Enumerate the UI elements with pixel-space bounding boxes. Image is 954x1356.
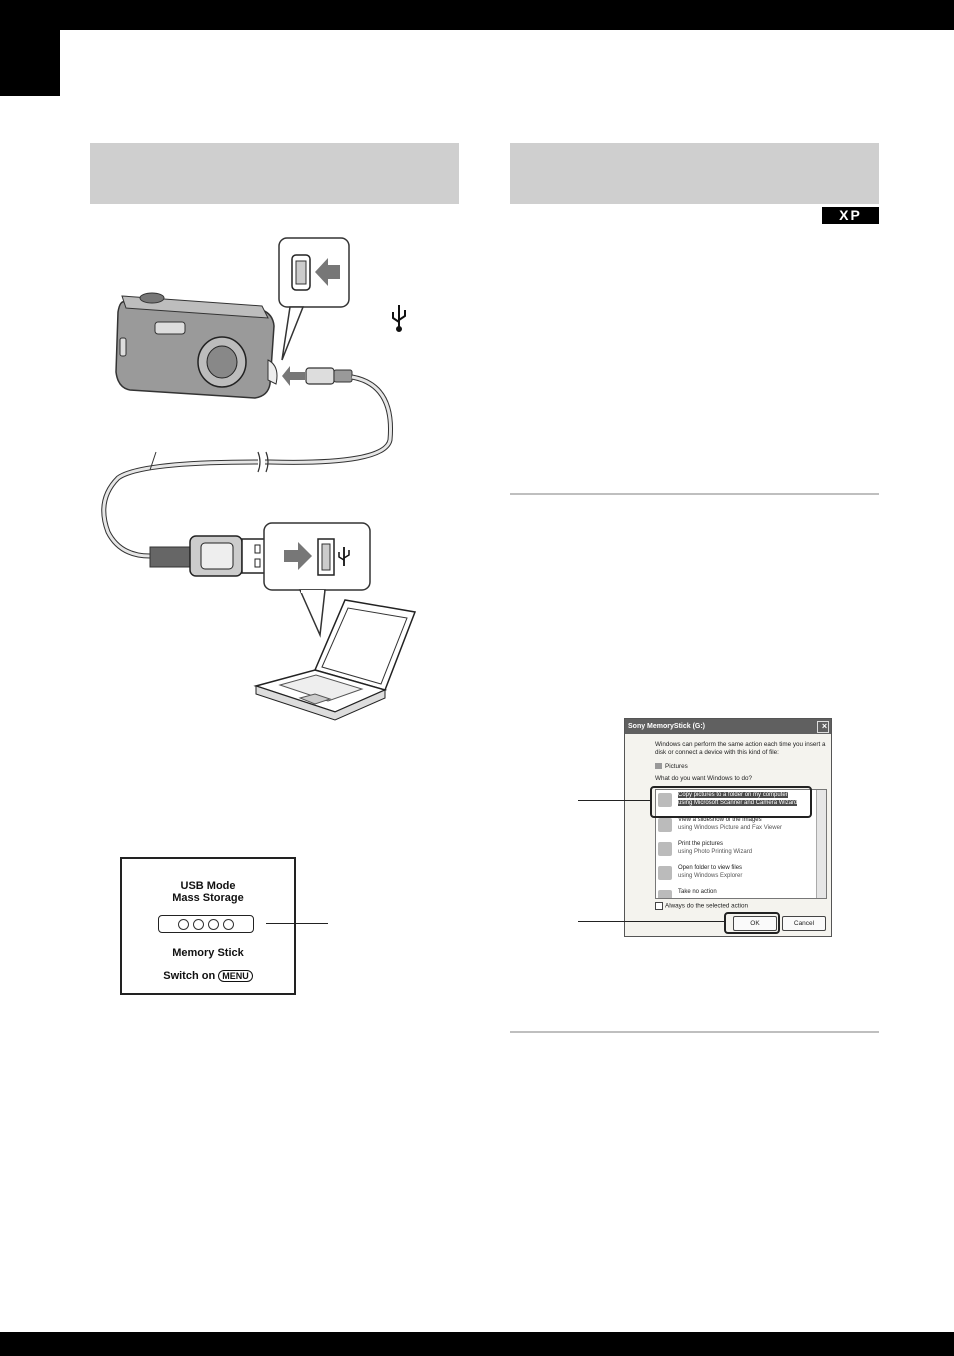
section-divider (510, 1031, 879, 1033)
no-action-icon (658, 890, 672, 898)
printer-icon (658, 842, 672, 856)
menu-key-icon: MENU (218, 970, 253, 982)
dialog-file-type-label: Pictures (665, 763, 688, 770)
lcd-indicator-leader-line (266, 923, 328, 924)
action-subtitle: using Microsoft Scanner and Camera Wizar… (678, 800, 798, 806)
right-section-header (510, 143, 879, 204)
dialog-file-type: Pictures (655, 763, 688, 770)
xp-badge: XP (822, 207, 879, 224)
action-title: View a slideshow of the images (678, 817, 762, 823)
bottom-black-bar (0, 1332, 954, 1356)
action-copy-pictures[interactable]: Copy pictures to a folder on my computer… (656, 790, 816, 812)
always-do-checkbox[interactable]: Always do the selected action (655, 902, 748, 910)
camera-wizard-icon (658, 793, 672, 807)
copy-pictures-highlight (650, 786, 812, 818)
cancel-button[interactable]: Cancel (782, 916, 826, 931)
dialog-title: Sony MemoryStick (G:) (628, 723, 706, 730)
slideshow-icon (658, 818, 672, 832)
action-subtitle: using Windows Explorer (678, 873, 743, 879)
dialog-title-bar: Sony MemoryStick (G:) × (625, 719, 831, 734)
list-scrollbar[interactable] (816, 790, 826, 898)
action-list[interactable]: Copy pictures to a folder on my computer… (655, 789, 827, 899)
left-section-header (90, 143, 459, 204)
camera-lcd-screen: USB Mode Mass Storage Memory Stick Switc… (120, 857, 296, 995)
dialog-intro-text: Windows can perform the same action each… (655, 741, 826, 756)
ok-button-leader-line (578, 921, 724, 922)
lcd-switch-on-text: Switch on (163, 970, 216, 982)
action-title: Copy pictures to a folder on my computer (678, 792, 788, 798)
action-title: Print the pictures (678, 841, 724, 847)
dialog-question: What do you want Windows to do? (655, 775, 752, 782)
camera-usb-connection-illustration (101, 237, 417, 721)
lcd-memory-stick-label: Memory Stick (172, 947, 244, 959)
action-title: Take no action (678, 889, 717, 895)
checkbox-box[interactable] (655, 902, 663, 910)
camera-port-callout (278, 237, 350, 361)
always-do-label: Always do the selected action (665, 902, 748, 910)
action-subtitle: using Photo Printing Wizard (678, 849, 753, 855)
action-view-slideshow[interactable]: View a slideshow of the images using Win… (656, 815, 816, 837)
pictures-icon (655, 763, 662, 770)
usb-symbol-icon (392, 305, 406, 332)
action-open-folder[interactable]: Open folder to view files using Windows … (656, 863, 816, 885)
chapter-tab (0, 30, 60, 96)
lcd-mass-storage-label: Mass Storage (172, 892, 244, 904)
autoplay-dialog: Sony MemoryStick (G:) × Windows can perf… (624, 718, 832, 937)
section-divider (510, 493, 879, 495)
laptop-illustration (253, 599, 417, 721)
camera-illustration (115, 292, 278, 399)
action-print-pictures[interactable]: Print the pictures using Photo Printing … (656, 839, 816, 861)
action-take-no-action[interactable]: Take no action (656, 887, 816, 898)
action-subtitle: using Windows Picture and Fax Viewer (678, 825, 782, 831)
ok-button[interactable]: OK (733, 916, 777, 931)
computer-port-callout (263, 522, 371, 638)
action-title: Open folder to view files (678, 865, 743, 871)
ok-button-highlight (724, 912, 780, 934)
lcd-usb-mode-label: USB Mode (180, 880, 236, 892)
close-icon[interactable]: × (817, 721, 829, 733)
copy-pictures-leader-line (578, 800, 650, 801)
folder-icon (658, 866, 672, 880)
top-black-bar (0, 0, 954, 30)
lcd-access-indicator (158, 915, 254, 933)
lcd-switch-on-label: Switch on MENU (122, 970, 294, 982)
